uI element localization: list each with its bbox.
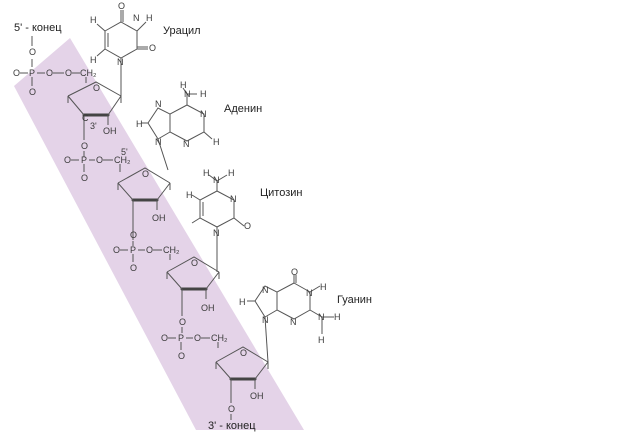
atom-o: O bbox=[240, 348, 247, 358]
ribose-ring-4 bbox=[215, 346, 269, 403]
atom-oh: OH bbox=[250, 391, 264, 401]
atom-n: N bbox=[306, 288, 313, 298]
guanine-base bbox=[247, 275, 334, 363]
atom-ch2: CH₂ bbox=[211, 333, 228, 343]
ribose-ring-2 bbox=[117, 167, 171, 240]
atom-h: H bbox=[334, 312, 341, 322]
atom-h: H bbox=[90, 15, 97, 25]
atom-o: O bbox=[65, 68, 72, 78]
atom-n: N bbox=[183, 139, 190, 149]
atom-oh: OH bbox=[201, 303, 215, 313]
atom-h: H bbox=[213, 137, 220, 147]
atom-o: O bbox=[130, 263, 137, 273]
c5-prime-label: 5' bbox=[121, 147, 128, 157]
atom-h: H bbox=[136, 119, 143, 129]
atom-h: H bbox=[180, 80, 187, 90]
atom-n: N bbox=[213, 175, 220, 185]
atom-o: O bbox=[130, 230, 137, 240]
atom-p: P bbox=[29, 68, 35, 78]
adenine-label: Аденин bbox=[224, 103, 262, 115]
atom-o: O bbox=[142, 169, 149, 179]
atom-o: O bbox=[29, 87, 36, 97]
atom-n: N bbox=[213, 228, 220, 238]
uracil-label: Урацил bbox=[163, 25, 201, 37]
atom-o: O bbox=[146, 245, 153, 255]
atom-c3: C bbox=[82, 113, 89, 123]
atom-h: H bbox=[228, 168, 235, 178]
atom-n: N bbox=[262, 315, 269, 325]
atom-ch2: CH₂ bbox=[163, 245, 180, 255]
atom-h: H bbox=[320, 282, 327, 292]
atom-o: O bbox=[291, 267, 298, 277]
ribose-ring-1 bbox=[67, 81, 122, 140]
atom-o: O bbox=[161, 333, 168, 343]
atom-o: O bbox=[64, 155, 71, 165]
atom-n: N bbox=[230, 194, 237, 204]
adenine-base bbox=[141, 87, 213, 171]
atom-n: N bbox=[133, 13, 140, 23]
atom-o: O bbox=[13, 68, 20, 78]
atom-ch2: CH₂ bbox=[114, 155, 131, 165]
guanine-label: Гуанин bbox=[337, 294, 372, 306]
atom-o: O bbox=[244, 221, 251, 231]
atom-n: N bbox=[290, 317, 297, 327]
atom-o: O bbox=[113, 245, 120, 255]
atom-h: H bbox=[318, 335, 325, 345]
atom-o: O bbox=[228, 404, 235, 414]
atom-p: P bbox=[130, 245, 136, 255]
atom-n: N bbox=[200, 109, 207, 119]
atom-o: O bbox=[93, 83, 100, 93]
atom-h: H bbox=[90, 55, 97, 65]
uracil-base bbox=[96, 10, 148, 96]
cytosine-label: Цитозин bbox=[260, 187, 302, 199]
atom-ch2: CH₂ bbox=[80, 68, 97, 78]
atom-h: H bbox=[146, 13, 153, 23]
atom-o: O bbox=[149, 43, 156, 53]
atom-o: O bbox=[179, 317, 186, 327]
atom-o: O bbox=[81, 141, 88, 151]
five-prime-label: 5' - конец bbox=[14, 22, 62, 34]
atom-p: P bbox=[81, 155, 87, 165]
atom-o: O bbox=[46, 68, 53, 78]
atom-n: N bbox=[318, 312, 325, 322]
atom-h: H bbox=[200, 89, 207, 99]
atom-oh: OH bbox=[152, 213, 166, 223]
atom-p: P bbox=[178, 333, 184, 343]
c3-prime-label: 3' bbox=[90, 121, 97, 131]
atom-n: N bbox=[184, 89, 191, 99]
atom-o: O bbox=[191, 258, 198, 268]
atom-o: O bbox=[194, 333, 201, 343]
backbone-band bbox=[14, 38, 304, 430]
atom-h: H bbox=[186, 190, 193, 200]
atom-n: N bbox=[117, 57, 124, 67]
atom-n: N bbox=[155, 137, 162, 147]
atom-o: O bbox=[29, 47, 36, 57]
atom-n: N bbox=[262, 285, 269, 295]
three-prime-label: 3' - конец bbox=[208, 420, 256, 432]
atom-o: O bbox=[96, 155, 103, 165]
atom-h: H bbox=[239, 297, 246, 307]
ribose-ring-3 bbox=[166, 256, 220, 316]
atom-o: O bbox=[118, 1, 125, 11]
cytosine-base bbox=[191, 174, 245, 272]
atom-h: H bbox=[203, 168, 210, 178]
atom-oh: OH bbox=[103, 126, 117, 136]
atom-o: O bbox=[81, 173, 88, 183]
atom-o: O bbox=[178, 351, 185, 361]
atom-n: N bbox=[155, 99, 162, 109]
